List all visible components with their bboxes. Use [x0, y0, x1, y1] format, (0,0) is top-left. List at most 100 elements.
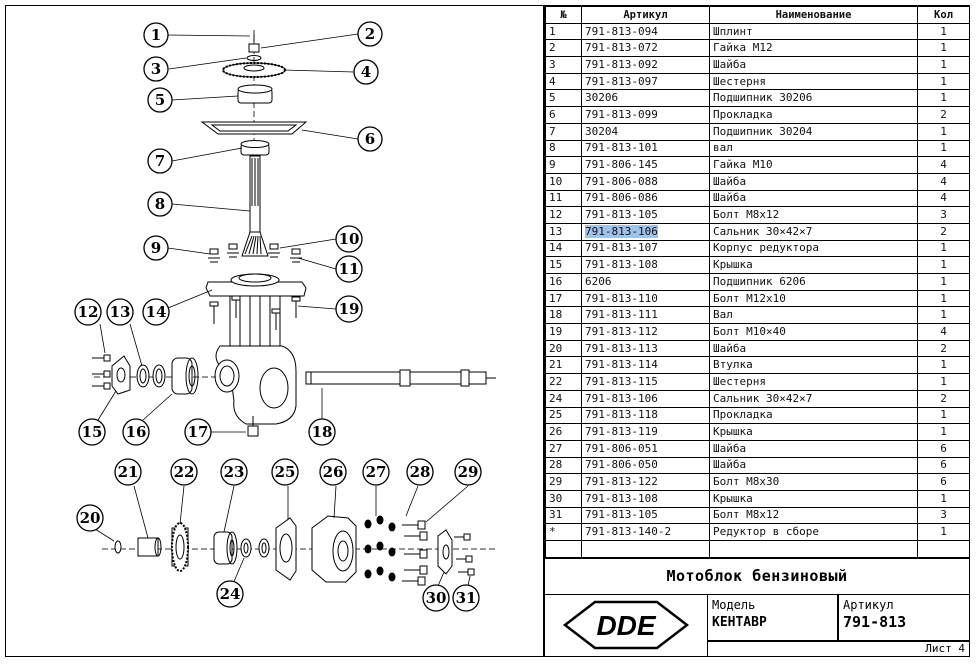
row-name: Подшипник 30206 [709, 89, 918, 108]
svg-text:26: 26 [323, 463, 344, 481]
svg-text:13: 13 [110, 303, 131, 321]
row-name: Шайба [709, 456, 918, 475]
row-article: 791-813-072 [581, 39, 710, 58]
row-qty: 6 [917, 473, 970, 491]
model-value: КЕНТАВР [712, 615, 767, 630]
row-number: 4 [545, 72, 582, 91]
svg-text:23: 23 [224, 463, 245, 481]
svg-text:24: 24 [220, 585, 241, 603]
exploded-view-drawing: 1 2 3 4 5 6 7 8 9 10 11 12 13 14 19 15 1… [74, 21, 496, 612]
table-header-row: № Артикул Наименование Кол [545, 6, 970, 24]
row-article: 791-813-115 [581, 373, 710, 391]
svg-text:20: 20 [80, 509, 101, 527]
svg-text:30: 30 [426, 589, 447, 607]
svg-text:8: 8 [155, 195, 165, 213]
sheet-frame [5, 5, 970, 657]
svg-text:31: 31 [456, 589, 477, 607]
callout-16: 16 [122, 418, 150, 446]
article-value: 791-813 [843, 613, 907, 631]
row-article: 791-813-105 [581, 506, 710, 525]
callout-20: 20 [76, 504, 104, 532]
row-number: 30 [545, 489, 582, 508]
svg-text:1: 1 [151, 26, 161, 44]
row-article: 791-813-107 [581, 239, 710, 258]
row-number: 3 [545, 56, 582, 74]
row-qty: 6 [917, 456, 970, 475]
row-article: 791-813-105 [581, 206, 710, 224]
svg-text:10: 10 [339, 230, 360, 248]
row-number: 25 [545, 406, 582, 425]
row-qty: 1 [917, 489, 970, 508]
title-block-divider [837, 594, 839, 640]
article-label: Артикул [843, 598, 894, 612]
row-number: 8 [545, 139, 582, 158]
col-header-num: № [545, 6, 582, 24]
row-article: 791-806-086 [581, 189, 710, 208]
row-qty: 1 [917, 122, 970, 141]
row-article [581, 540, 710, 558]
row-article: 791-813-113 [581, 339, 710, 358]
callout-19: 19 [335, 295, 363, 323]
row-qty: 4 [917, 156, 970, 174]
callout-26: 26 [319, 458, 347, 486]
row-number: 29 [545, 473, 582, 491]
table-row [545, 540, 970, 558]
row-number: 1 [545, 22, 582, 41]
row-name: Гайка М12 [709, 39, 918, 58]
row-name: Прокладка [709, 406, 918, 425]
row-name: Подшипник 6206 [709, 273, 918, 291]
svg-text:29: 29 [458, 463, 479, 481]
row-name: Шайба [709, 172, 918, 191]
row-article: 791-813-108 [581, 489, 710, 508]
callout-6: 6 [357, 126, 383, 152]
row-name: Болт М8х12 [709, 506, 918, 525]
row-name: Болт М8х12 [709, 206, 918, 224]
row-qty: 1 [917, 373, 970, 391]
svg-text:28: 28 [410, 463, 431, 481]
row-qty: 2 [917, 106, 970, 124]
row-name: Редуктор в сборе [709, 523, 918, 541]
row-name: Болт М8х30 [709, 473, 918, 491]
svg-text:27: 27 [366, 463, 387, 481]
row-number: 28 [545, 456, 582, 475]
row-number: 5 [545, 89, 582, 108]
row-qty: 4 [917, 172, 970, 191]
highlighted-selection: 791-813-106 [585, 224, 658, 238]
row-name: Крышка [709, 256, 918, 274]
row-qty: 1 [917, 523, 970, 541]
callout-28: 28 [406, 458, 434, 486]
callout-9: 9 [143, 235, 169, 261]
svg-text:12: 12 [78, 303, 99, 321]
row-qty: 1 [917, 306, 970, 325]
title-block-divider [707, 640, 969, 642]
row-qty: 3 [917, 206, 970, 224]
callout-2: 2 [357, 21, 383, 47]
row-number: 13 [545, 222, 582, 241]
col-header-name: Наименование [709, 6, 918, 24]
svg-text:22: 22 [174, 463, 195, 481]
row-qty: 6 [917, 439, 970, 458]
row-name: Шайба [709, 56, 918, 74]
row-name: Корпус редуктора [709, 239, 918, 258]
row-number: 12 [545, 206, 582, 224]
callout-24: 24 [216, 580, 244, 608]
row-number: 7 [545, 122, 582, 141]
svg-text:18: 18 [312, 423, 333, 441]
